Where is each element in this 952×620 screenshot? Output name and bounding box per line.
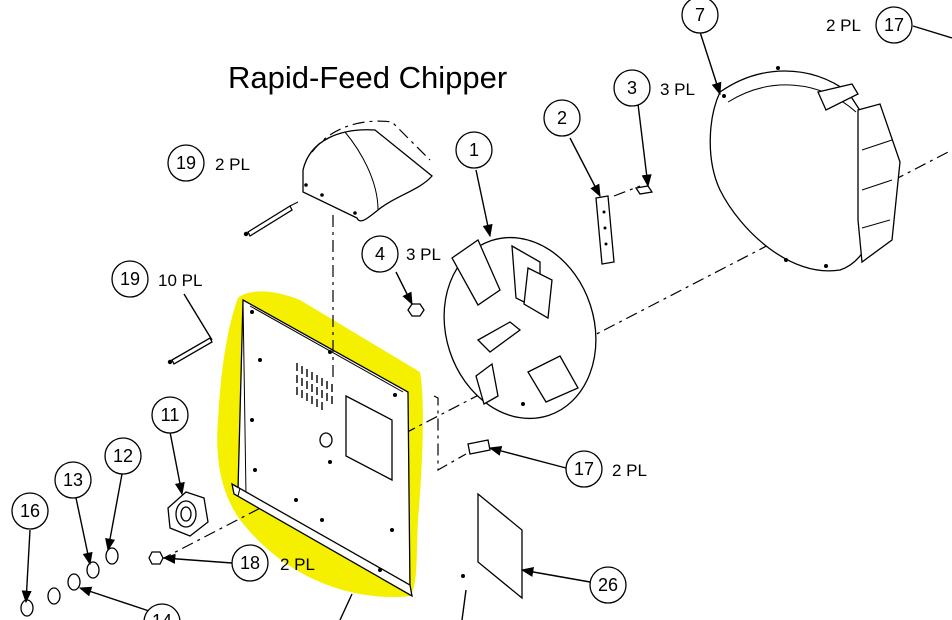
svg-text:11: 11 [161,405,180,425]
svg-text:19: 19 [120,269,140,289]
svg-text:3 PL: 3 PL [406,245,441,264]
svg-text:2 PL: 2 PL [215,155,250,174]
callout-26: 26 [589,566,627,604]
vent-slots [296,363,333,410]
diagram-title: Rapid-Feed Chipper [228,60,507,95]
svg-text:17: 17 [574,459,594,479]
svg-text:13: 13 [63,470,83,490]
bolt-3 [634,185,654,195]
svg-text:3 PL: 3 PL [660,80,695,99]
washers [20,547,119,617]
rotor-disc [443,236,597,420]
svg-text:2: 2 [557,108,567,128]
callout-2: 2 [543,99,581,137]
callout-17-top: 17 2 PL [826,6,913,44]
bolt-17-lower [433,395,491,472]
callout-13: 13 [54,461,92,499]
nut-4 [407,303,425,317]
bolt-19-lower [167,337,213,365]
callout-11: 11 [151,396,189,434]
svg-text:19: 19 [176,153,196,173]
cover-plate [461,492,523,600]
svg-text:10 PL: 10 PL [158,271,202,290]
bolt-19-upper [243,201,299,237]
callout-19-top: 19 2 PL [167,144,250,182]
callout-7: 7 [681,0,719,34]
callout-16: 16 [11,492,49,530]
hood-part [302,120,433,222]
svg-text:18: 18 [240,553,260,573]
svg-text:7: 7 [695,5,705,25]
svg-text:1: 1 [469,140,479,160]
svg-text:12: 12 [113,446,133,466]
callout-4: 4 3 PL [361,235,441,273]
callout-3: 3 3 PL [613,69,695,107]
callout-17-lower: 17 2 PL [565,450,647,488]
svg-text:2 PL: 2 PL [826,16,861,35]
bolt-18 [148,551,164,565]
svg-text:16: 16 [20,501,40,521]
svg-text:14: 14 [152,611,172,620]
svg-text:2 PL: 2 PL [280,555,315,574]
callout-12: 12 [104,437,142,475]
leader-lines [21,25,952,620]
bearing [167,491,209,537]
svg-text:4: 4 [375,244,385,264]
callout-19-mid: 19 10 PL [111,260,202,298]
frame-plate [231,298,413,598]
svg-text:2 PL: 2 PL [612,461,647,480]
svg-text:3: 3 [627,78,637,98]
svg-text:26: 26 [598,575,618,595]
callout-18: 18 2 PL [231,544,315,582]
housing [709,66,901,272]
svg-text:17: 17 [884,15,904,35]
knife-bar [595,185,641,265]
callout-14: 14 [143,603,181,620]
callout-1: 1 [455,131,493,169]
